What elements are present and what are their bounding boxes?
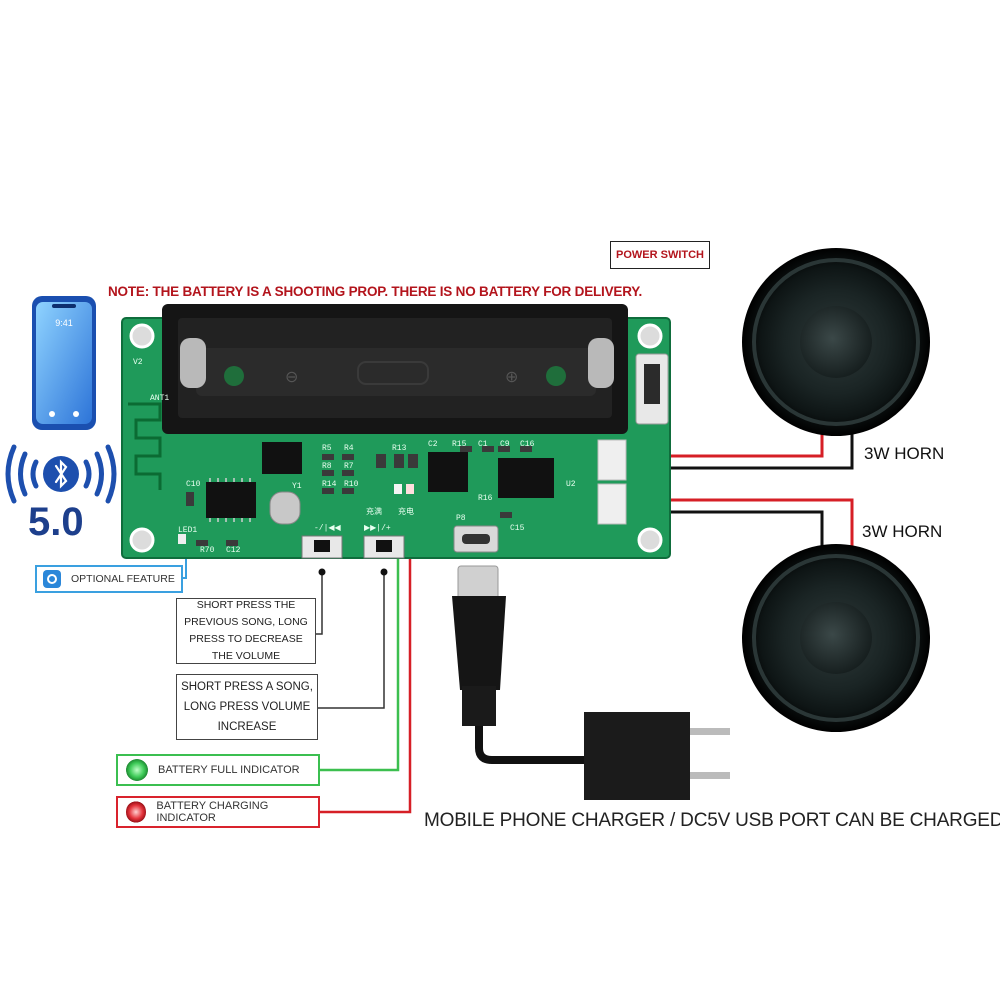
- silk-c16: C16: [520, 440, 535, 449]
- silk-c10: C10: [186, 480, 201, 489]
- silk-r13: R13: [392, 444, 407, 453]
- svg-text:⊖: ⊖: [285, 369, 298, 386]
- bluetooth-icon: [5, 444, 117, 504]
- silk-r16: R16: [478, 494, 493, 503]
- silk-p8: P8: [456, 514, 466, 523]
- optional-feature-icon: [43, 570, 61, 588]
- silk-c15: C15: [510, 524, 525, 533]
- phone-icon: 9:41: [32, 296, 96, 430]
- indicator-leads: [183, 490, 412, 814]
- charger-label: MOBILE PHONE CHARGER / DC5V USB PORT CAN…: [424, 810, 1000, 831]
- silk-r15: R15: [452, 440, 467, 449]
- silk-c1: C1: [478, 440, 488, 449]
- speaker-bottom: [742, 544, 930, 732]
- svg-text:⊕: ⊕: [505, 369, 518, 386]
- next-button-description: SHORT PRESS A SONG, LONG PRESS VOLUME IN…: [176, 674, 318, 740]
- optional-feature-text: OPTIONAL FEATURE: [71, 573, 175, 585]
- antenna: [128, 402, 162, 490]
- silk-r70: R70: [200, 546, 215, 555]
- speaker-top-label: 3W HORN: [864, 444, 945, 463]
- silk-prev: -/|◀◀: [314, 524, 342, 533]
- silk-c12: C12: [226, 546, 241, 555]
- silk-r4: R4: [344, 444, 354, 453]
- silk-full-cn: 充满: [366, 506, 382, 517]
- battery-full-indicator: BATTERY FULL INDICATOR: [116, 754, 320, 786]
- usb-charger-cable: [452, 565, 730, 800]
- power-switch-label: POWER SWITCH: [610, 241, 710, 269]
- battery-charging-indicator: BATTERY CHARGING INDICATOR: [116, 796, 320, 828]
- battery-charging-text: BATTERY CHARGING INDICATOR: [156, 800, 269, 824]
- pcb-board: V2 ⊖ ⊕ ANT1 Y1: [121, 304, 671, 559]
- silk-r5: R5: [322, 444, 332, 453]
- silk-r8: R8: [322, 462, 332, 471]
- silk-y1: Y1: [292, 482, 302, 491]
- silk-r10: R10: [344, 480, 359, 489]
- silk-charge-cn: 充电: [398, 506, 414, 517]
- silk-next: ▶▶|/+: [364, 524, 391, 533]
- speaker-top: [742, 248, 930, 436]
- speaker-wires: [618, 430, 854, 548]
- speaker-bottom-label: 3W HORN: [862, 522, 943, 541]
- prev-button-description: SHORT PRESS THE PREVIOUS SONG, LONG PRES…: [176, 598, 316, 664]
- battery-full-text: BATTERY FULL INDICATOR: [158, 764, 300, 776]
- phone-time: 9:41: [55, 318, 73, 328]
- silk-version: V2: [133, 358, 143, 367]
- silk-r14: R14: [322, 480, 337, 489]
- optional-feature-box: OPTIONAL FEATURE: [35, 565, 183, 593]
- silk-u2: U2: [566, 480, 576, 489]
- battery-holder: ⊖ ⊕: [162, 304, 628, 434]
- green-led-icon: [126, 759, 148, 781]
- silk-led1: LED1: [178, 526, 197, 535]
- battery-note: NOTE: THE BATTERY IS A SHOOTING PROP. TH…: [108, 284, 643, 299]
- red-led-icon: [126, 801, 147, 823]
- silk-ant: ANT1: [150, 394, 169, 403]
- silk-c2: C2: [428, 440, 438, 449]
- bluetooth-version: 5.0: [28, 500, 84, 544]
- silk-r7: R7: [344, 462, 354, 471]
- silk-c9: C9: [500, 440, 510, 449]
